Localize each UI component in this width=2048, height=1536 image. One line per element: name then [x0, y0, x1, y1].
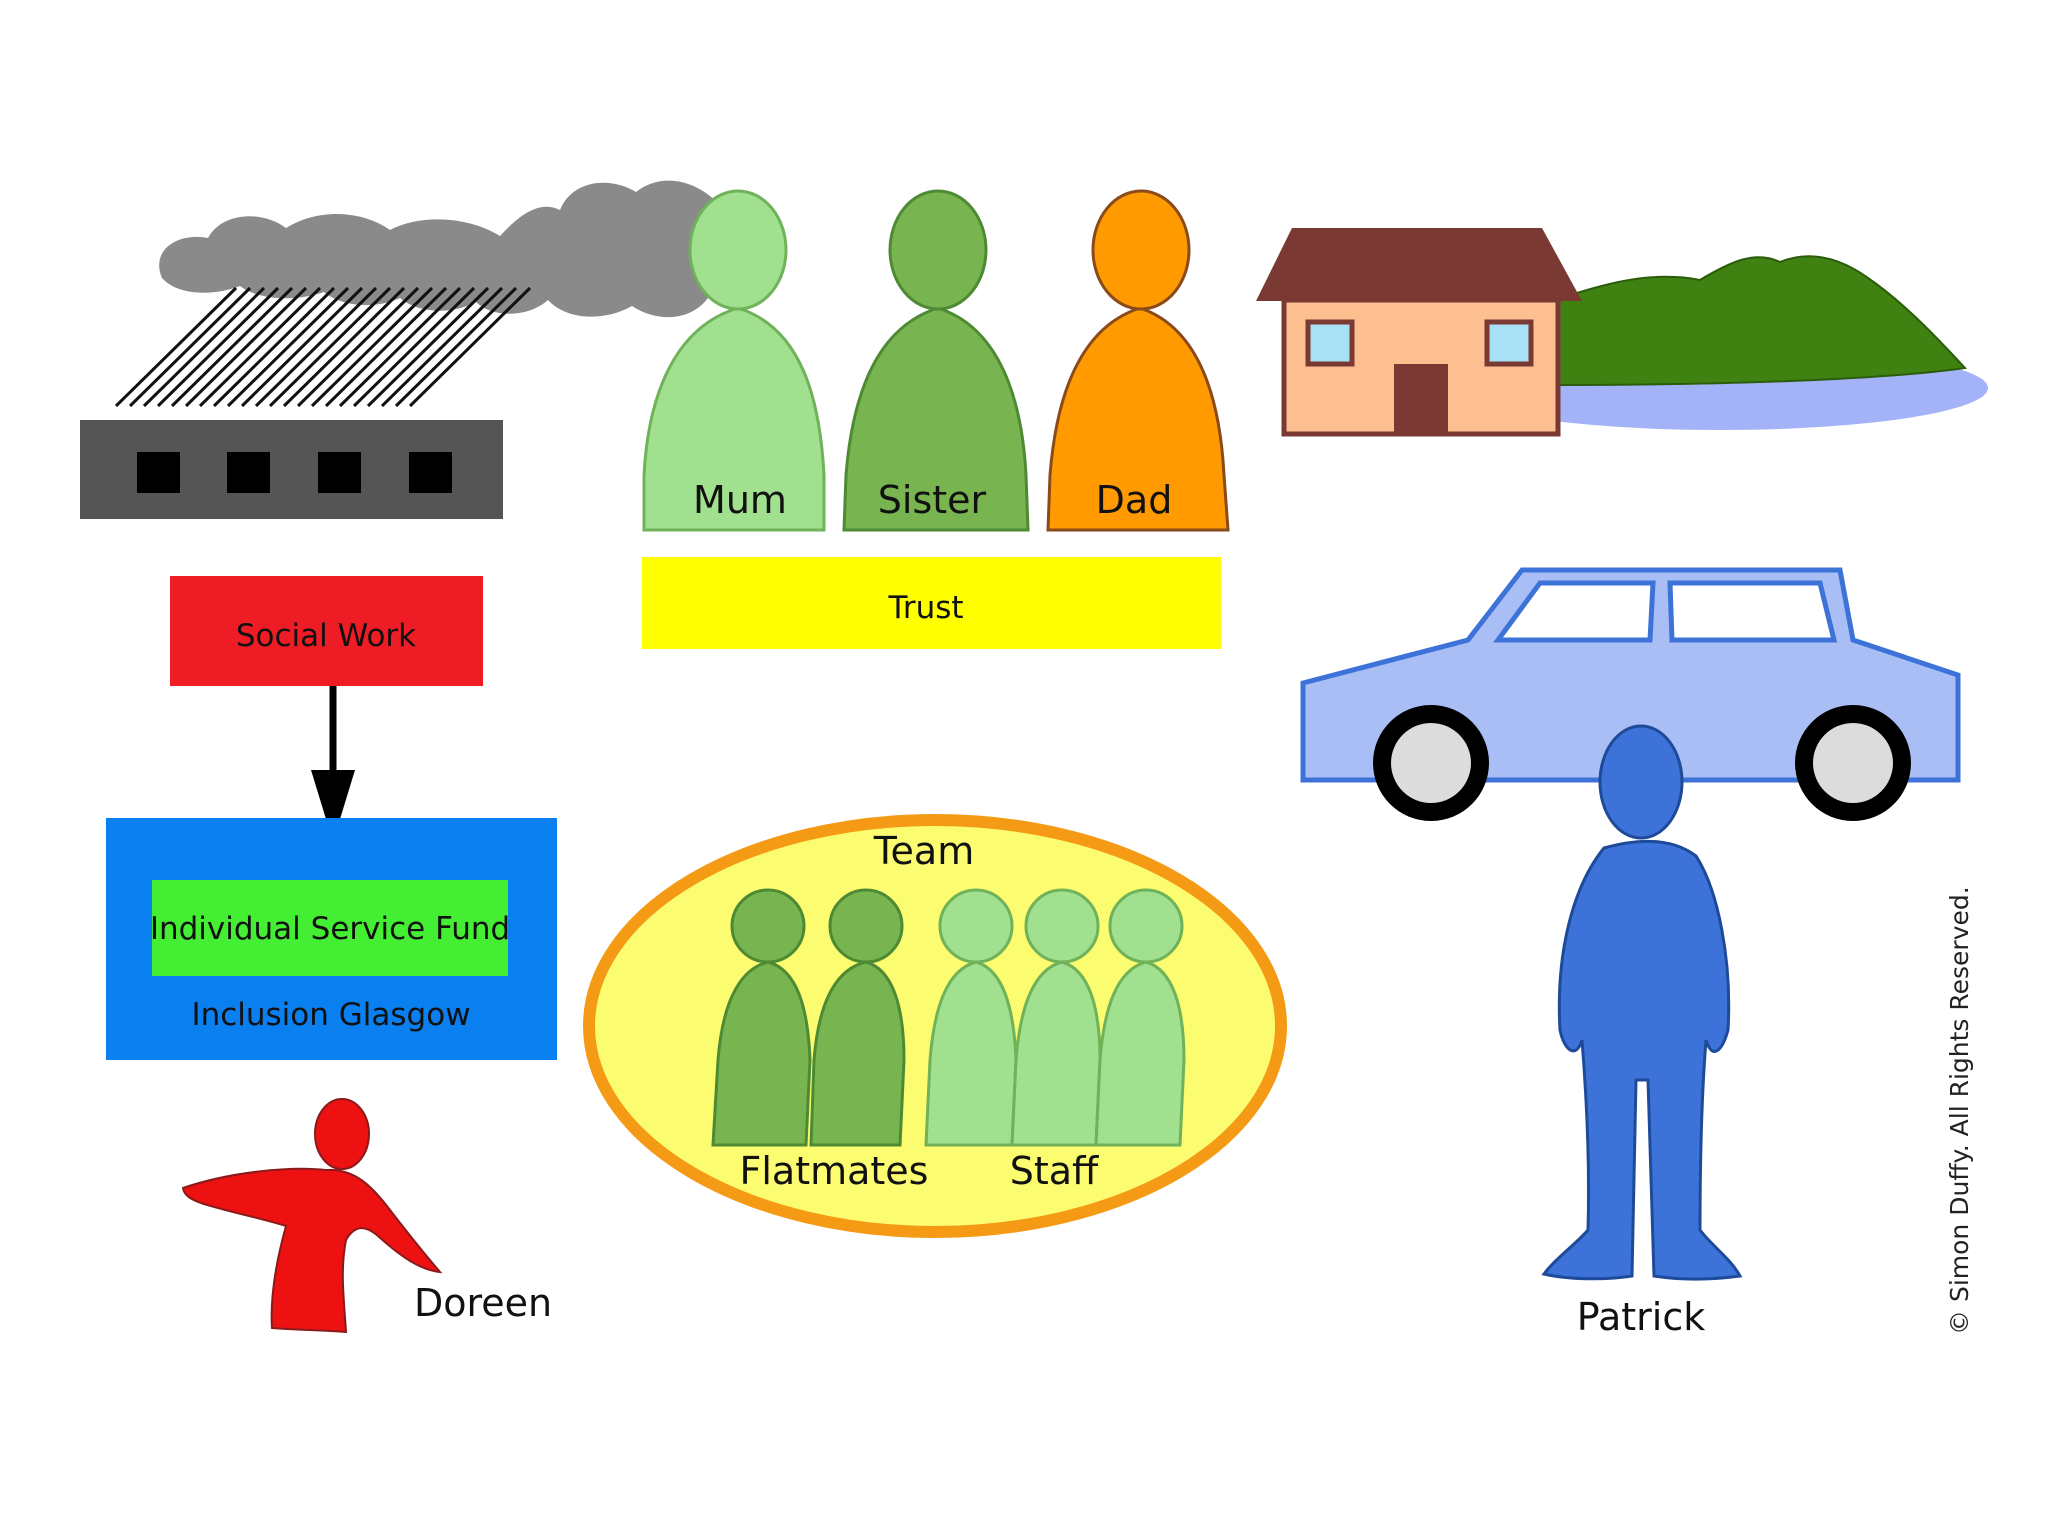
team-title: Team: [873, 829, 974, 873]
car-icon: [1300, 567, 1961, 821]
rain-lines: [114, 286, 532, 408]
individual-service-fund-box: [152, 880, 508, 976]
smoke-cloud-icon: [159, 180, 768, 318]
trust-bar: [642, 557, 1221, 649]
car-window: [1493, 580, 1656, 643]
flatmates-label: Flatmates: [740, 1149, 929, 1193]
trust-label: Trust: [887, 590, 963, 626]
doreen-label: Doreen: [414, 1281, 552, 1325]
home-scene: [1256, 228, 1988, 437]
patrick-label: Patrick: [1577, 1295, 1705, 1339]
flatmate-figure: [809, 888, 906, 1147]
mum-figure: Mum: [642, 189, 826, 532]
hills-icon: [1554, 255, 1968, 387]
house-door: [1394, 364, 1448, 434]
individual-service-fund-label: Individual Service Fund: [150, 911, 510, 947]
staff-figure: [1094, 888, 1186, 1147]
factory-icon: [80, 180, 768, 519]
sister-label: Sister: [878, 478, 987, 522]
sister-figure: Sister: [842, 189, 1030, 532]
social-work-label: Social Work: [236, 618, 416, 654]
staff-figure: [924, 888, 1018, 1147]
staff-figure: [1010, 888, 1102, 1147]
factory-window: [318, 452, 361, 493]
staff-label: Staff: [1010, 1149, 1099, 1193]
house-window: [1305, 319, 1355, 367]
person-icon: [181, 1098, 443, 1334]
inclusion-glasgow-box: Individual Service Fund Inclusion Glasgo…: [106, 818, 557, 1060]
house-window: [1484, 319, 1534, 367]
dad-figure: Dad: [1046, 189, 1230, 532]
house-icon: [1256, 228, 1582, 437]
mum-label: Mum: [693, 478, 787, 522]
dad-label: Dad: [1096, 478, 1173, 522]
team-group: Team Flatmates Staff: [583, 814, 1287, 1238]
copyright-notice: © Simon Duffy. All Rights Reserved.: [1945, 886, 1974, 1335]
family-group: Mum Sister Dad Trust: [642, 189, 1230, 649]
factory-window: [137, 452, 180, 493]
social-work-box: Social Work: [170, 576, 483, 686]
doreen-figure: Doreen: [181, 1098, 552, 1334]
flatmate-figure: [711, 888, 812, 1147]
person-icon: [1541, 724, 1743, 1281]
factory-window: [227, 452, 270, 493]
arrow-down-icon: [311, 686, 355, 842]
car-window: [1667, 580, 1838, 643]
inclusion-glasgow-label: Inclusion Glasgow: [191, 997, 470, 1033]
patrick-figure: Patrick: [1541, 724, 1743, 1339]
factory-window: [409, 452, 452, 493]
